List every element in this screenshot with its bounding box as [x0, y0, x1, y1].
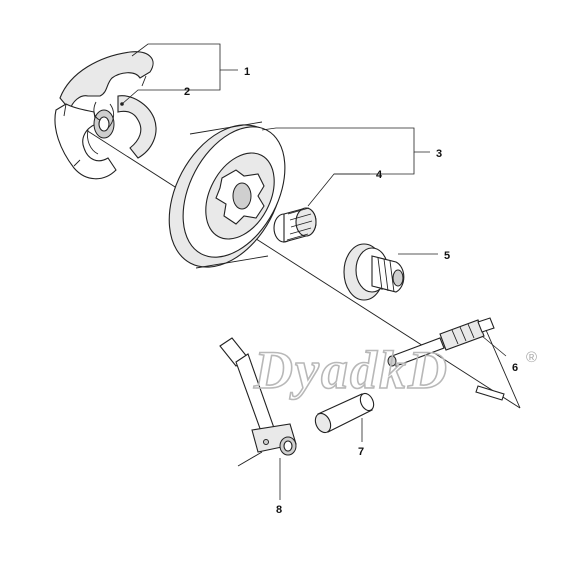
- sleeve-part: [314, 392, 375, 434]
- worm-gear-part: [343, 243, 405, 301]
- callout-2: 2: [184, 86, 190, 98]
- callout-labels: 1 2 3 4 5 6 7 8: [184, 66, 518, 516]
- clutch-shoes-part: [54, 51, 157, 180]
- callout-7: 7: [358, 446, 364, 458]
- callout-3: 3: [436, 148, 442, 160]
- leader-lines: [120, 43, 507, 500]
- drive-shaft-part: [387, 317, 521, 409]
- callout-8: 8: [276, 504, 282, 516]
- registered-mark: ®: [526, 349, 537, 366]
- callout-1: 1: [244, 66, 250, 78]
- watermark-text: DyadkD: [253, 340, 449, 400]
- callout-4: 4: [376, 169, 383, 181]
- assembly-axis: [57, 111, 521, 409]
- callout-6: 6: [512, 362, 518, 374]
- lever-part: [219, 337, 297, 467]
- brand-watermark: DyadkD ®: [252, 339, 537, 401]
- needle-bearing-part: [273, 207, 317, 243]
- callout-5: 5: [444, 250, 450, 262]
- clutch-drum-part: [168, 121, 286, 269]
